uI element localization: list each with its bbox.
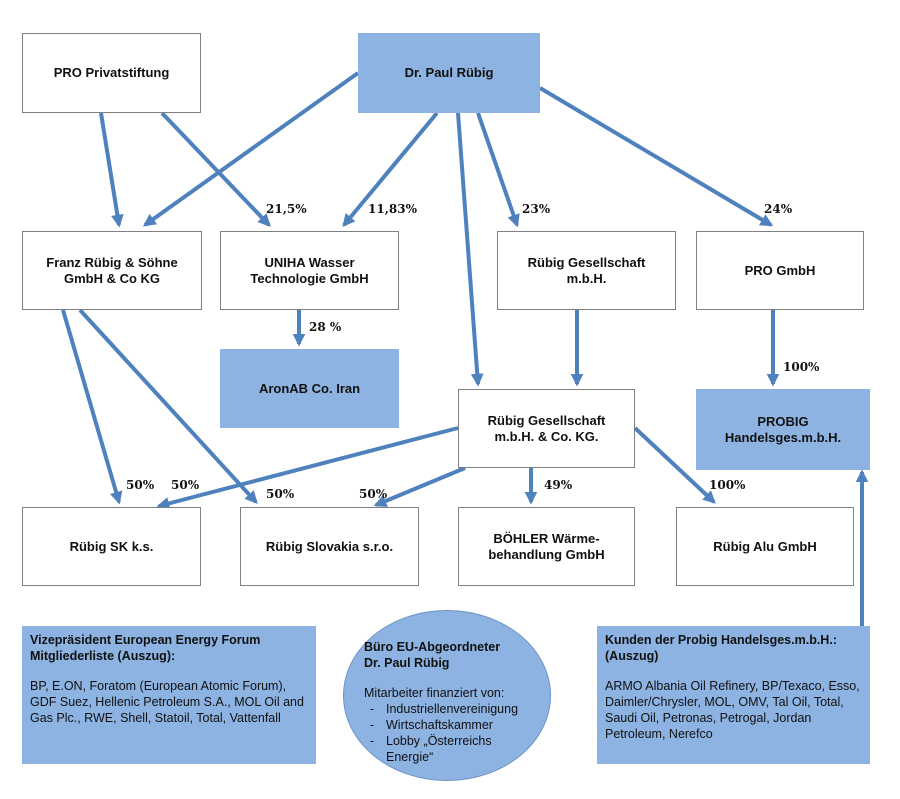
percent-label: 100% (783, 360, 820, 374)
node-paul-rubig: Dr. Paul Rübig (358, 33, 540, 113)
node-label: UNIHA Wasser Technologie GmbH (250, 254, 369, 286)
node-pro-privatstiftung: PRO Privatstiftung (22, 33, 201, 113)
node-label: PRO GmbH (744, 262, 816, 278)
buero-funders-list: Industriellenvereinigung Wirtschaftskamm… (364, 701, 544, 765)
node-label: AronAB Co. Iran (258, 380, 361, 396)
node-label: Rübig Slovakia s.r.o. (265, 538, 394, 554)
arrow-paul-rubig-to-pro-gmbh (538, 86, 774, 227)
node-uniha: UNIHA Wasser Technologie GmbH (220, 231, 399, 310)
buero-ellipse: Büro EU-Abgeordneter Dr. Paul Rübig Mita… (343, 610, 551, 781)
energy-forum-panel: Vizepräsident European Energy Forum Mitg… (22, 626, 316, 764)
node-aronab: AronAB Co. Iran (220, 349, 399, 428)
arrow-paul-rubig-to-franz-rubig (142, 71, 360, 227)
node-rubig-gesellschaft-kg: Rübig Gesellschaft m.b.H. & Co. KG. (458, 389, 635, 468)
percent-label: 50% (126, 478, 155, 492)
energy-forum-members: BP, E.ON, Foratom (European Atomic Forum… (30, 679, 304, 725)
node-rubig-sk: Rübig SK k.s. (22, 507, 201, 586)
buero-title-line1: Büro EU-Abgeordneter (364, 640, 501, 654)
node-label: Rübig Alu GmbH (713, 538, 817, 554)
node-label: Franz Rübig & Söhne GmbH & Co KG (46, 254, 178, 286)
energy-forum-title: Vizepräsident European Energy Forum Mitg… (30, 633, 261, 663)
percent-label: 21,5% (266, 202, 307, 216)
percent-label: 50% (171, 478, 200, 492)
arrow-franz-rubig-to-rubig-slovakia (78, 308, 258, 504)
node-label: Dr. Paul Rübig (404, 65, 494, 80)
node-label: Rübig Gesellschaft m.b.H. (527, 254, 646, 286)
kunden-title: Kunden der Probig Handelsges.m.b.H.: (Au… (605, 633, 837, 663)
arrow-kg-to-rubig-slovakia (373, 466, 466, 507)
arrow-paul-rubig-to-rubig-gesellschaft-kg (456, 112, 484, 387)
kunden-list: ARMO Albania Oil Refinery, BP/Texaco, Es… (605, 679, 860, 741)
arrow-kg-to-rubig-alu (633, 426, 716, 504)
list-item: Wirtschaftskammer (364, 717, 544, 733)
percent-label: 24% (764, 202, 793, 216)
node-rubig-slovakia: Rübig Slovakia s.r.o. (240, 507, 419, 586)
percent-label: 50% (359, 487, 388, 501)
node-label: PRO Privatstiftung (53, 65, 170, 80)
node-bohler: BÖHLER Wärme-behandlung GmbH (458, 507, 635, 586)
buero-title-line2: Dr. Paul Rübig (364, 656, 450, 670)
percent-label: 49% (544, 478, 573, 492)
arrow-franz-rubig-to-rubig-sk (61, 309, 123, 505)
percent-label: 100% (709, 478, 746, 492)
node-rubig-gesellschaft: Rübig Gesellschaft m.b.H. (497, 231, 676, 310)
percent-label: 50% (266, 487, 295, 501)
node-pro-gmbh: PRO GmbH (696, 231, 864, 310)
node-label: PROBIG Handelsges.m.b.H. (724, 413, 842, 445)
list-item: Lobby „Österreichs Energie“ (364, 733, 516, 765)
arrow-paul-rubig-to-uniha (342, 111, 439, 227)
node-label: Rübig SK k.s. (69, 538, 154, 554)
list-item: Industriellenvereinigung (364, 701, 544, 717)
arrow-paul-rubig-to-rubig-gesellschaft (476, 112, 520, 228)
percent-label: 23% (522, 202, 551, 216)
kunden-panel: Kunden der Probig Handelsges.m.b.H.: (Au… (597, 626, 870, 764)
arrow-pro-privatstiftung-to-franz-rubig (99, 112, 124, 228)
node-label: Rübig Gesellschaft m.b.H. & Co. KG. (487, 412, 606, 444)
node-probig: PROBIG Handelsges.m.b.H. (696, 389, 870, 470)
node-rubig-alu: Rübig Alu GmbH (676, 507, 854, 586)
percent-label: 11,83% (368, 202, 417, 216)
percent-label: 28 % (309, 320, 342, 334)
arrow-kg-to-rubig-sk (156, 426, 459, 510)
node-label: BÖHLER Wärme-behandlung GmbH (488, 530, 605, 562)
arrow-pro-privatstiftung-to-uniha (160, 111, 271, 227)
node-franz-rubig: Franz Rübig & Söhne GmbH & Co KG (22, 231, 202, 310)
buero-intro: Mitarbeiter finanziert von: (364, 686, 505, 700)
